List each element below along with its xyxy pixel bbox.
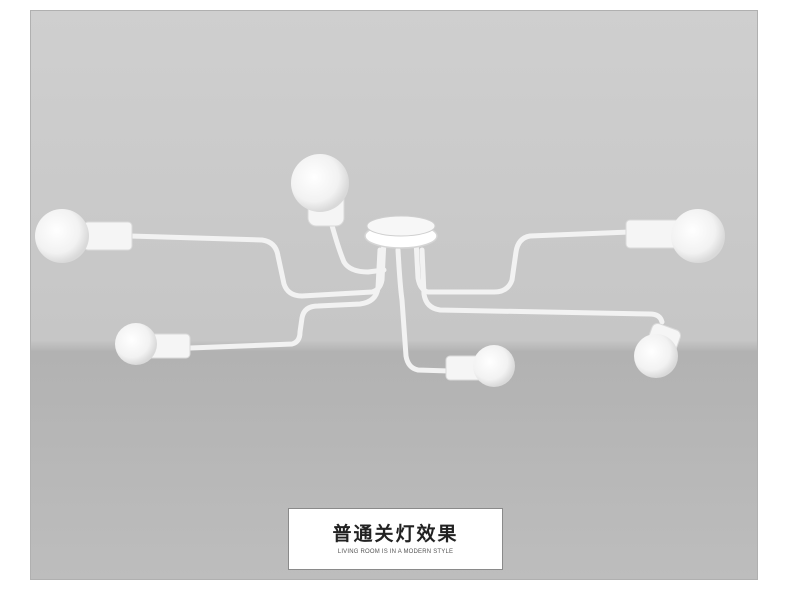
lamp-arms — [127, 215, 665, 375]
arm-top-center — [327, 215, 387, 275]
arm-bottom-right — [419, 247, 665, 325]
bulb-right — [625, 209, 725, 263]
bulb-lower-right — [634, 322, 682, 378]
arm-top-right — [413, 229, 633, 295]
canopy — [364, 215, 438, 249]
bulb-lower-left — [115, 323, 191, 365]
bulb-top — [291, 154, 349, 227]
arm-bottom-left — [187, 247, 383, 351]
arm-bottom-center — [395, 247, 483, 375]
caption-title: 普通关灯效果 — [332, 523, 459, 545]
bulb-left — [35, 209, 133, 263]
caption-box: 普通关灯效果 LIVING ROOM IS IN A MODERN STYLE — [288, 508, 503, 570]
photo-frame — [30, 10, 758, 580]
bulb-lower-center — [445, 345, 515, 387]
caption-subtitle: LIVING ROOM IS IN A MODERN STYLE — [337, 549, 454, 555]
